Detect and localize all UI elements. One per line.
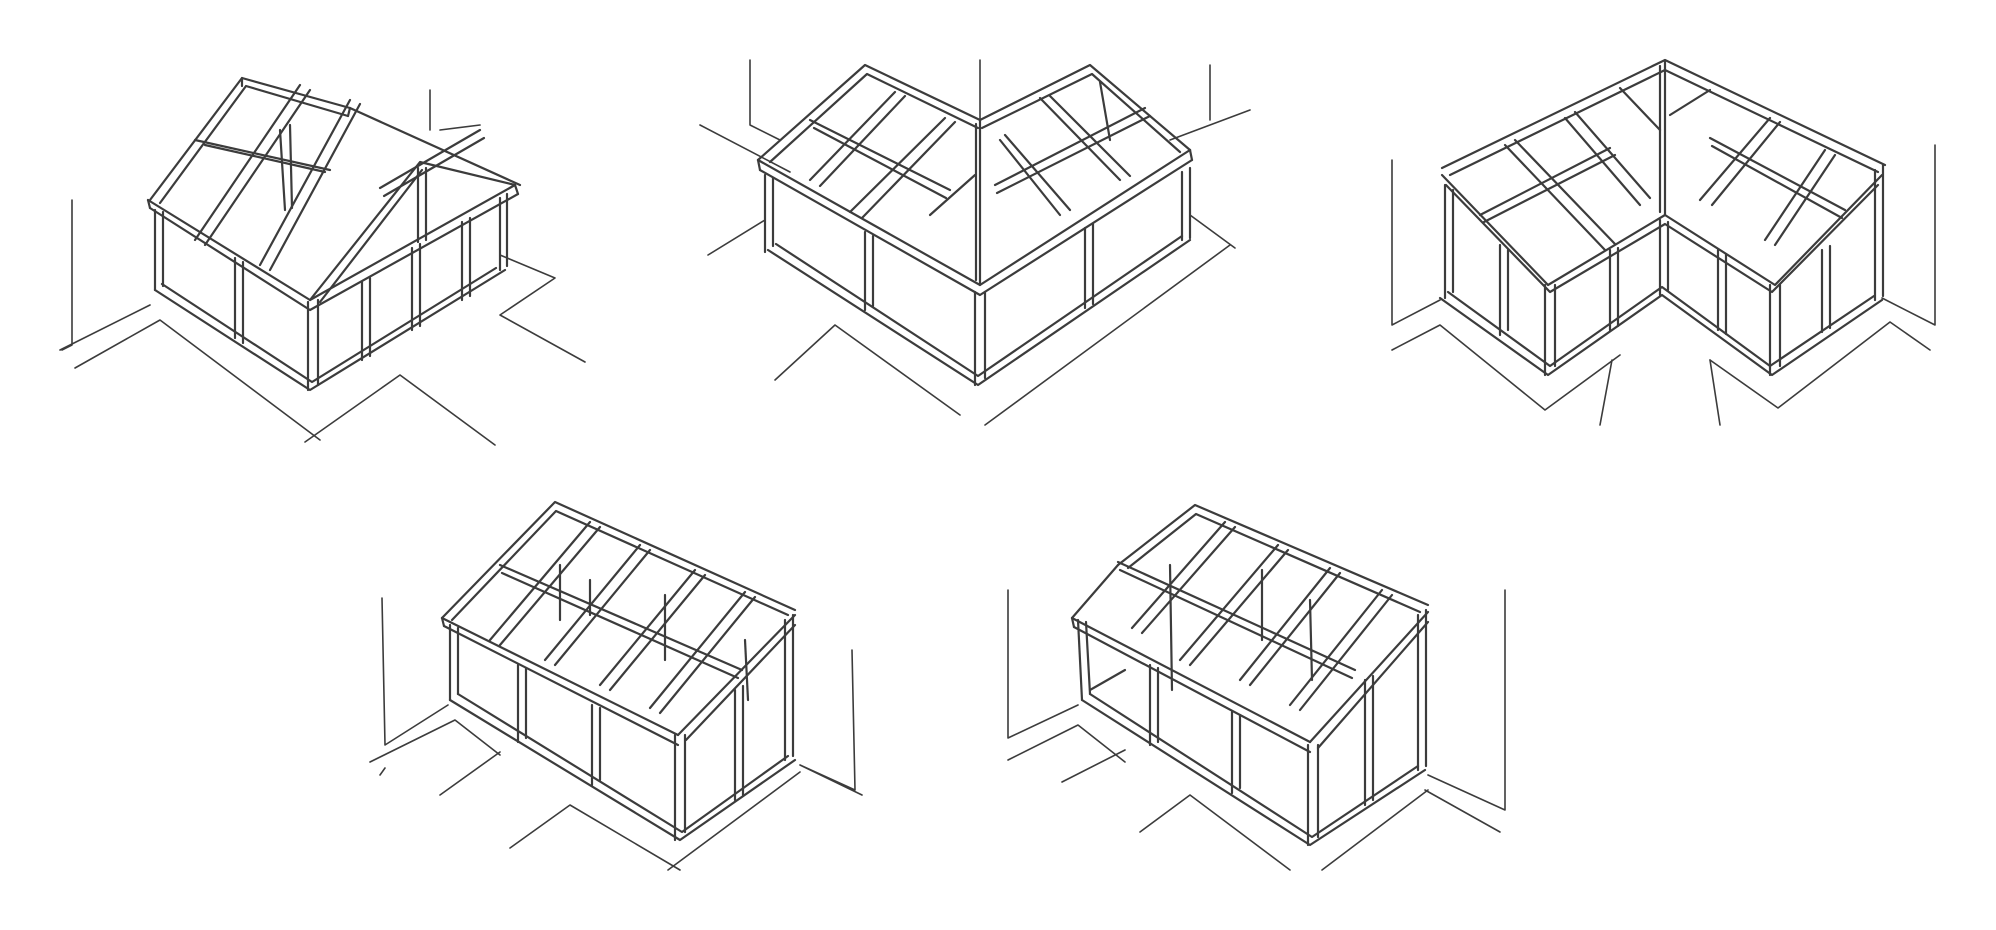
- l-shaped-lean-to-conservatory: [1391, 58, 1936, 426]
- corner-lean-to-conservatory: [1007, 503, 1506, 871]
- gable-conservatory: [59, 76, 586, 446]
- lean-to-conservatory: [369, 500, 863, 871]
- l-shaped-hip-conservatory: [699, 59, 1251, 426]
